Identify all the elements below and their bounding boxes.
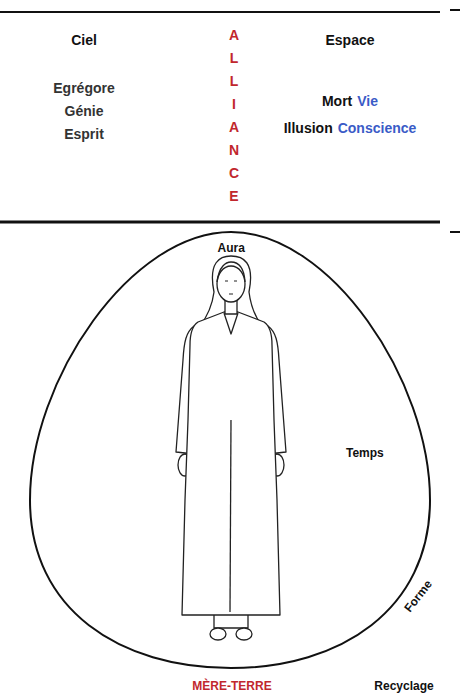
rule-line [0,221,440,224]
egg-outline [30,232,430,668]
aura-label: Aura [216,241,247,255]
vertical-title: ALLIANCE [228,24,239,208]
ground-label: MÈRE-TERRE [192,679,271,693]
woman-figure [176,256,286,640]
term-label: Mort [322,93,352,110]
tick-mark [450,9,460,11]
term-label: Conscience [338,120,417,137]
column-header: Espace [325,32,374,49]
time-label: Temps [344,446,386,460]
cycle-label: Recyclage [374,679,433,693]
aura-egg: AuraTempsForme [30,232,430,668]
column-header: Ciel [71,32,97,49]
term-label: Vie [357,93,378,110]
term-label: Esprit [64,126,104,143]
term-label: Génie [65,103,104,120]
form-label: Forme [400,576,436,617]
tick-mark [450,231,460,233]
rule-line [0,11,440,13]
term-label: Illusion [284,120,333,137]
term-label: Egrégore [53,80,114,97]
